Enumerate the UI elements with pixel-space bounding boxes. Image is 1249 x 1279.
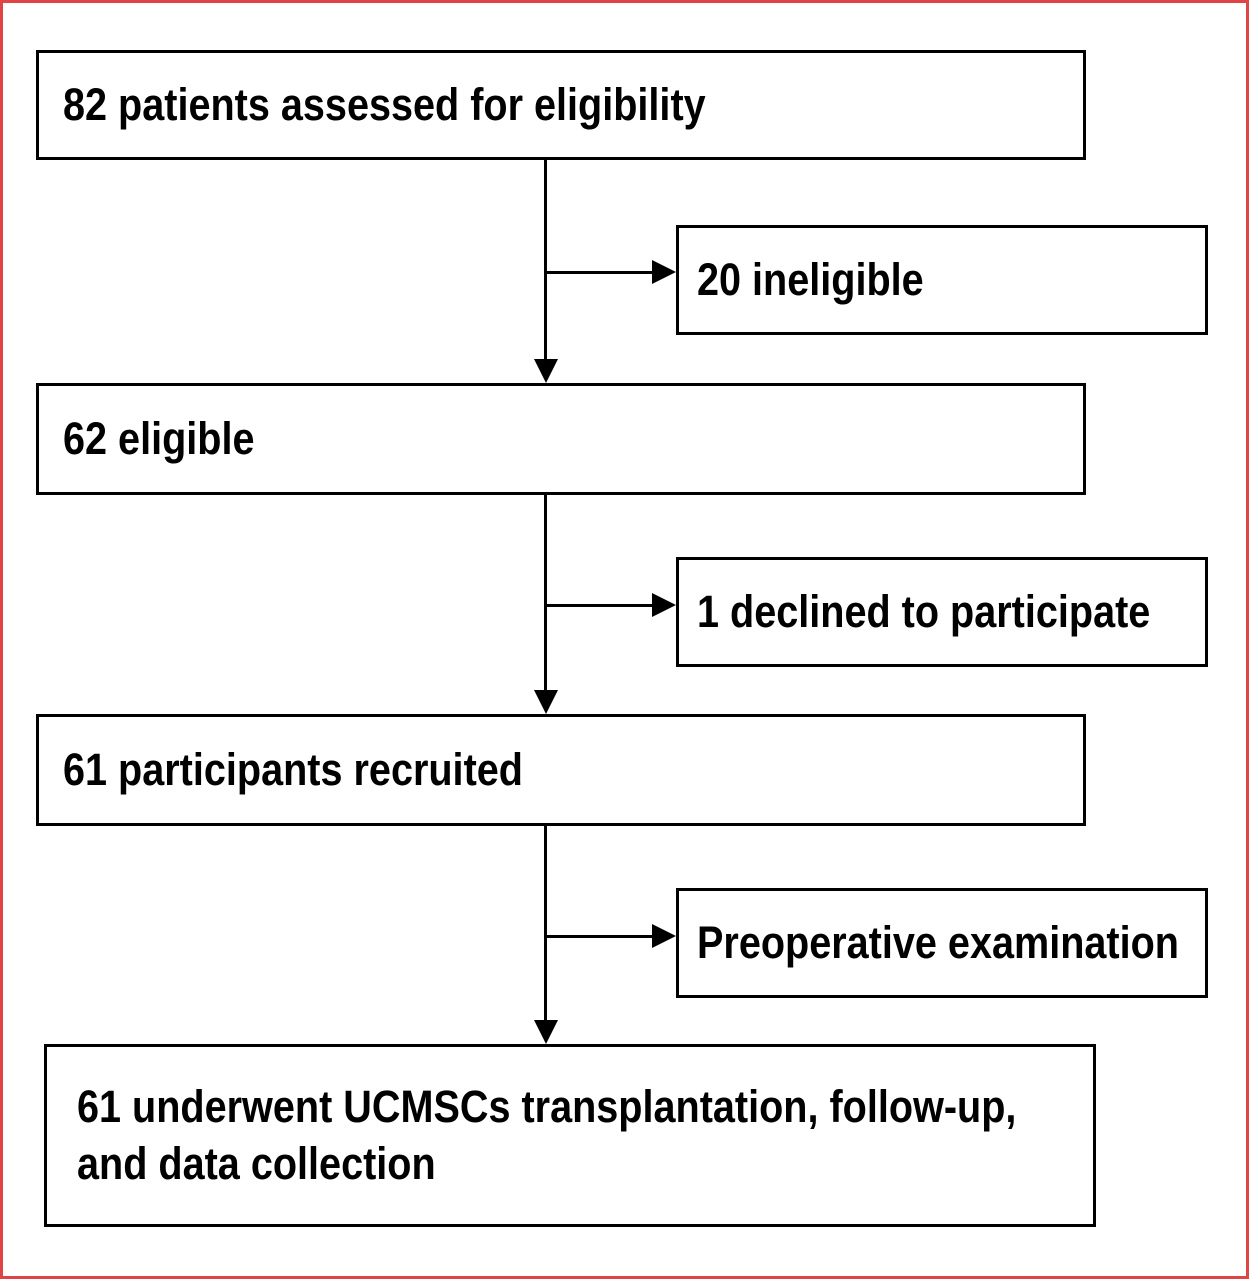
box-participants-recruited: 61 participants recruited	[36, 714, 1086, 826]
box-eligible-label: 62 eligible	[63, 412, 255, 464]
box-recruited-label: 61 participants recruited	[63, 743, 523, 795]
connector-line-to-declined	[546, 604, 654, 607]
box-final-label-line2: and data collection	[77, 1137, 436, 1189]
box-ineligible-label: 20 ineligible	[697, 253, 924, 305]
arrowhead-right-to-ineligible	[652, 260, 676, 284]
connector-line-recruited-to-final	[544, 826, 547, 1023]
arrowhead-down-to-eligible	[534, 359, 558, 383]
box-assessed-label: 82 patients assessed for eligibility	[63, 78, 706, 130]
box-ineligible: 20 ineligible	[676, 225, 1208, 335]
arrowhead-right-to-preop	[652, 924, 676, 948]
box-underwent-transplantation: 61 underwent UCMSCs transplantation, fol…	[44, 1044, 1096, 1227]
arrowhead-down-to-final	[534, 1020, 558, 1044]
box-preoperative-examination: Preoperative examination	[676, 888, 1208, 998]
box-declined-to-participate: 1 declined to participate	[676, 557, 1208, 667]
connector-line-eligible-to-recruited	[544, 495, 547, 693]
arrowhead-down-to-recruited	[534, 690, 558, 714]
arrowhead-right-to-declined	[652, 593, 676, 617]
box-assessed-for-eligibility: 82 patients assessed for eligibility	[36, 50, 1086, 160]
box-eligible: 62 eligible	[36, 383, 1086, 495]
box-preop-label: Preoperative examination	[697, 916, 1179, 968]
box-declined-label: 1 declined to participate	[697, 585, 1151, 637]
box-final-label: 61 underwent UCMSCs transplantation, fol…	[77, 1079, 1016, 1192]
box-final-label-line1: 61 underwent UCMSCs transplantation, fol…	[77, 1081, 1017, 1133]
connector-line-to-ineligible	[546, 271, 654, 274]
connector-line-to-preop	[546, 935, 654, 938]
connector-line-assessed-to-eligible	[544, 160, 547, 362]
